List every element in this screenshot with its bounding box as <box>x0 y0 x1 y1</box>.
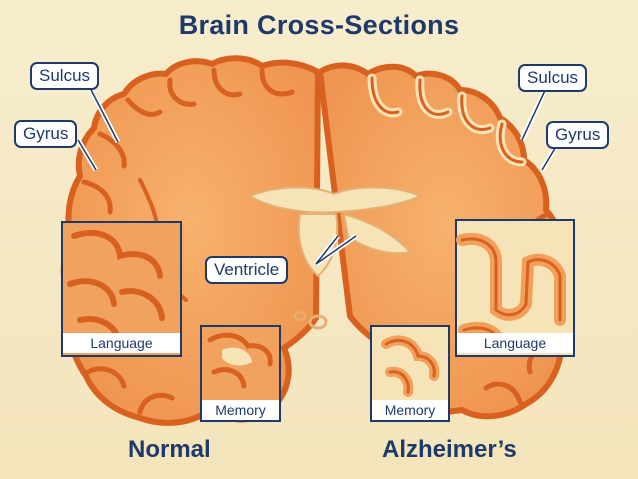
label-language-alzheimers: Language <box>457 333 573 353</box>
label-memory-normal: Memory <box>202 400 279 420</box>
label-ventricle: Ventricle <box>205 256 289 284</box>
ventricle-area <box>247 186 423 330</box>
caption-alzheimers: Alzheimer’s <box>382 436 517 463</box>
label-language-normal: Language <box>63 333 180 353</box>
label-gyrus-normal: Gyrus <box>14 120 78 148</box>
label-sulcus-alzheimers: Sulcus <box>518 64 588 92</box>
label-sulcus-normal: Sulcus <box>30 62 100 90</box>
label-gyrus-alzheimers: Gyrus <box>546 121 610 149</box>
label-memory-alzheimers: Memory <box>372 400 448 420</box>
diagram-title: Brain Cross-Sections <box>178 10 460 40</box>
caption-normal: Normal <box>128 436 211 463</box>
